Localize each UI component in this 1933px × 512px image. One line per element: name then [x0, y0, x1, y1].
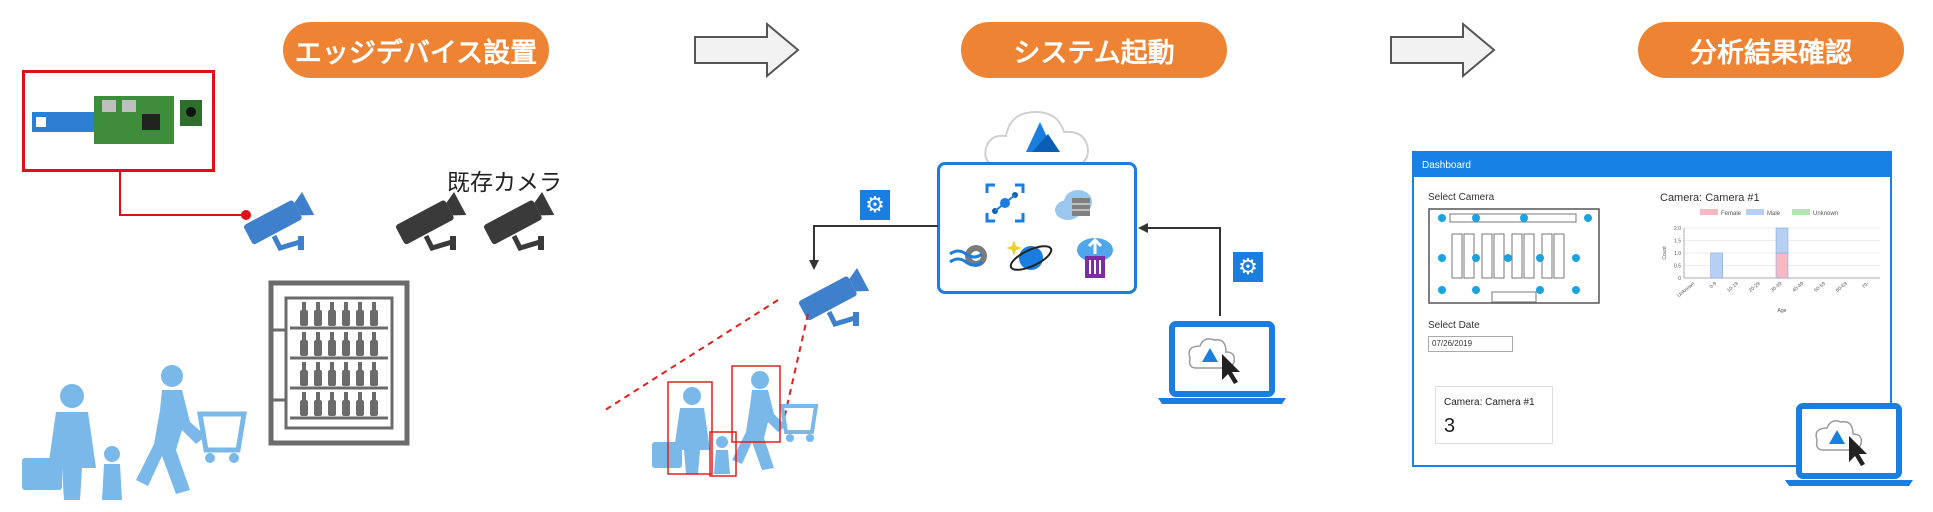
y-axis-label: Count: [1662, 246, 1668, 260]
step-2-label: システム起動: [961, 22, 1227, 78]
y-tick-label: 1.5: [1674, 239, 1681, 245]
bar-female: [1775, 252, 1789, 279]
detection-camera-icon: [798, 268, 870, 327]
legend-swatch: [1746, 209, 1764, 215]
stream-analytics-icon: [949, 245, 987, 267]
gear-icon: ⚙: [860, 190, 890, 220]
edge-device-frame: [22, 70, 215, 172]
x-tick-label: 70-: [1861, 281, 1871, 290]
bar-male: [1710, 252, 1723, 279]
date-input[interactable]: 07/26/2019: [1428, 336, 1513, 352]
iot-hub-icon: [985, 183, 1025, 223]
x-axis-label: Age: [1778, 308, 1787, 314]
x-tick-label: Unknown: [1676, 281, 1696, 299]
camera-floor-map[interactable]: [1428, 208, 1600, 304]
select-camera-label: Select Camera: [1428, 192, 1495, 203]
legend-label: Male: [1767, 211, 1781, 217]
gear-icon: ⚙: [1233, 252, 1263, 282]
edge-device-image: [32, 96, 202, 144]
legend-swatch: [1792, 209, 1810, 215]
x-tick-label: 20-29: [1748, 281, 1762, 294]
legend-label: Female: [1721, 211, 1742, 217]
field-of-view-lines: [601, 299, 809, 429]
chart-title: Camera: Camera #1: [1660, 192, 1760, 204]
count-card-title: Camera: Camera #1: [1444, 397, 1535, 408]
x-tick-label: 0-9: [1709, 281, 1719, 290]
shoppers-icon: [22, 365, 247, 500]
blob-storage-icon: [1077, 237, 1113, 278]
y-tick-label: 0.5: [1674, 264, 1681, 270]
flow-arrow-1: [694, 21, 800, 79]
y-tick-label: 1.0: [1674, 251, 1681, 257]
bar-male: [1775, 227, 1789, 254]
laptop-icon: [1158, 321, 1286, 404]
cosmos-db-icon: [1006, 240, 1053, 271]
count-card: Camera: Camera #1 3: [1435, 386, 1553, 444]
edge-camera-icon: [243, 192, 315, 251]
existing-camera-label: 既存カメラ: [447, 169, 562, 195]
step-3-label: 分析結果確認: [1638, 22, 1904, 78]
laptop-icon: [1785, 403, 1913, 486]
x-tick-label: 40-49: [1791, 281, 1805, 294]
dashboard-title: Dashboard: [1414, 153, 1890, 177]
x-tick-label: 60-69: [1835, 281, 1849, 294]
cloud-icon: [984, 110, 1090, 167]
legend-label: Unknown: [1813, 211, 1838, 217]
existing-camera-icon: [483, 192, 555, 251]
deploy-arrow: [809, 225, 938, 270]
y-tick-label: 0: [1678, 276, 1681, 282]
store-shelf-icon: [268, 280, 410, 446]
edge-connector-line: [119, 170, 251, 220]
y-tick-label: 2.0: [1674, 226, 1681, 232]
flow-arrow-2: [1390, 21, 1496, 79]
x-tick-label: 30-39: [1770, 281, 1784, 294]
management-arrow: [1138, 223, 1221, 316]
legend-swatch: [1700, 209, 1718, 215]
select-date-label: Select Date: [1428, 320, 1480, 331]
count-value: 3: [1444, 415, 1456, 437]
step-1-label: エッジデバイス設置: [283, 22, 549, 78]
x-tick-label: 50-59: [1813, 281, 1827, 294]
x-tick-label: 10-19: [1726, 281, 1740, 294]
existing-camera-icon: [395, 192, 467, 251]
detected-shoppers-icon: [652, 365, 819, 477]
container-registry-icon: [1055, 190, 1092, 220]
